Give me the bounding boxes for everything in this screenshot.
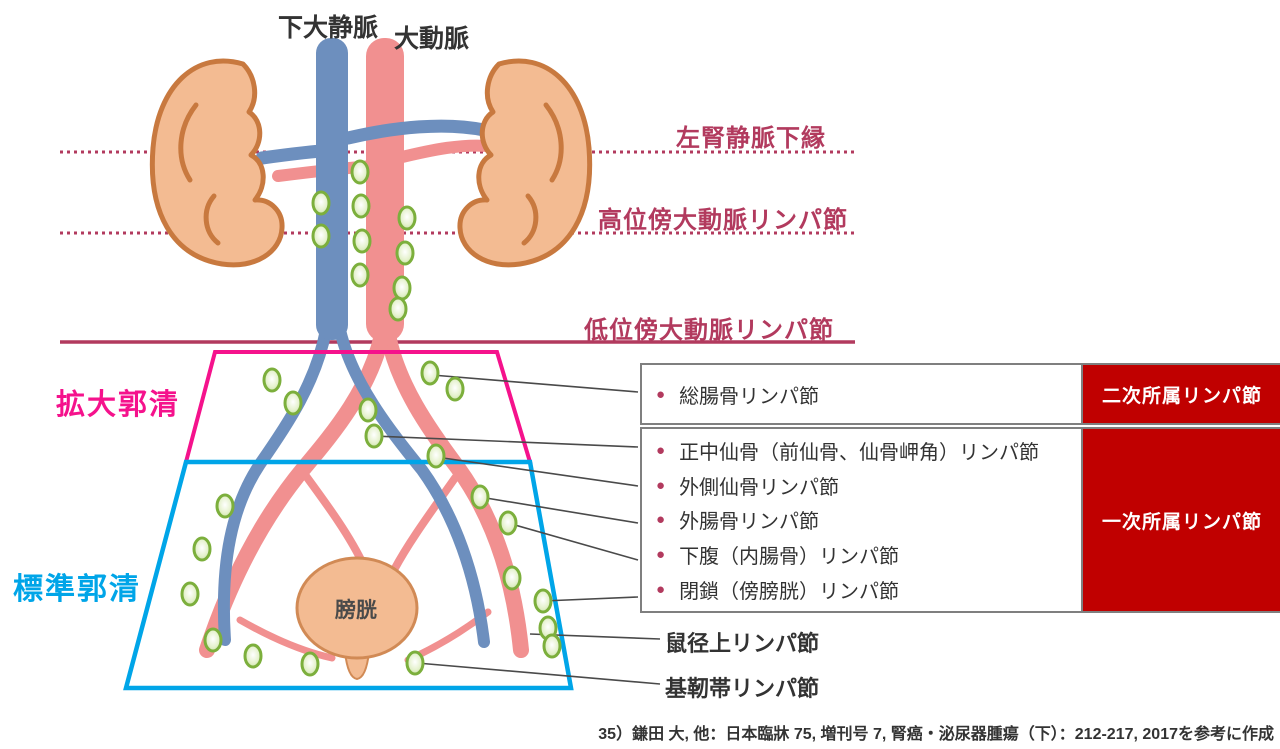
- bullet-icon: ●: [656, 441, 666, 459]
- aorta: [366, 38, 404, 342]
- bullet-icon: ●: [656, 511, 666, 529]
- right-renal-vein: [341, 119, 491, 145]
- kidney-left: [149, 58, 285, 268]
- node-item-label: 総腸骨リンパ節: [679, 385, 820, 408]
- low-paraaortic-label: 低位傍大動脈リンパ節: [584, 317, 834, 344]
- inferior-vena-cava: [316, 38, 348, 340]
- node-item-label: 下腹（内腸骨）リンパ節: [679, 546, 900, 569]
- bullet-icon: ●: [656, 546, 666, 564]
- lymph-nodes: [180, 159, 562, 677]
- cardinal-ligament-node-label: 基靭帯リンパ節: [665, 676, 820, 701]
- extended-dissection-label: 拡大郭清: [56, 389, 181, 421]
- node-item-label: 外腸骨リンパ節: [679, 511, 820, 534]
- node-list-panel: ● 総腸骨リンパ節 二次所属リンパ節 ● 正中仙骨（前仙骨、仙骨岬角）リンパ節 …: [640, 363, 1280, 613]
- list-item: ● 総腸骨リンパ節: [656, 380, 1081, 409]
- suprainguinal-node-label: 鼠径上リンパ節: [665, 631, 820, 656]
- bullet-icon: ●: [656, 385, 666, 403]
- secondary-tag-label: 二次所属リンパ節: [1101, 385, 1262, 407]
- bladder: [295, 556, 419, 681]
- kidney-right: [457, 58, 593, 268]
- primary-node-row: ● 正中仙骨（前仙骨、仙骨岬角）リンパ節 ● 外側仙骨リンパ節 ● 外腸骨リンパ…: [640, 427, 1280, 613]
- aorta-label: 大動脈: [394, 25, 470, 53]
- bladder-label: 膀胱: [335, 599, 377, 622]
- bullet-icon: ●: [656, 581, 666, 599]
- ivc-label: 下大静脈: [278, 14, 379, 42]
- secondary-tag: 二次所属リンパ節: [1083, 363, 1280, 425]
- primary-tag-label: 一次所属リンパ節: [1101, 511, 1262, 533]
- node-item-label: 正中仙骨（前仙骨、仙骨岬角）リンパ節: [679, 441, 1040, 464]
- primary-tag: 一次所属リンパ節: [1083, 427, 1280, 613]
- list-item: ● 正中仙骨（前仙骨、仙骨岬角）リンパ節: [656, 436, 1081, 465]
- secondary-node-row: ● 総腸骨リンパ節 二次所属リンパ節: [640, 363, 1280, 425]
- node-item-label: 外側仙骨リンパ節: [679, 476, 840, 499]
- renal-vein-lower-edge-label: 左腎静脈下縁: [676, 125, 826, 152]
- list-item: ● 下腹（内腸骨）リンパ節: [656, 540, 1081, 569]
- primary-node-list: ● 正中仙骨（前仙骨、仙骨岬角）リンパ節 ● 外側仙骨リンパ節 ● 外腸骨リンパ…: [640, 427, 1083, 613]
- bullet-icon: ●: [656, 476, 666, 494]
- list-item: ● 外側仙骨リンパ節: [656, 471, 1081, 500]
- standard-dissection-label: 標準郭清: [13, 573, 141, 606]
- node-item-label: 閉鎖（傍膀胱）リンパ節: [679, 581, 900, 604]
- high-paraaortic-label: 高位傍大動脈リンパ節: [598, 207, 848, 234]
- list-item: ● 外腸骨リンパ節: [656, 505, 1081, 534]
- citation: 35）鎌田 大, 他：日本臨牀 75, 増刊号 7, 腎癌・泌尿器腫瘍（下）：2…: [598, 726, 1274, 743]
- list-item: ● 閉鎖（傍膀胱）リンパ節: [656, 575, 1081, 604]
- standard-dissection-frame: [123, 459, 574, 691]
- secondary-node-list: ● 総腸骨リンパ節: [640, 363, 1083, 425]
